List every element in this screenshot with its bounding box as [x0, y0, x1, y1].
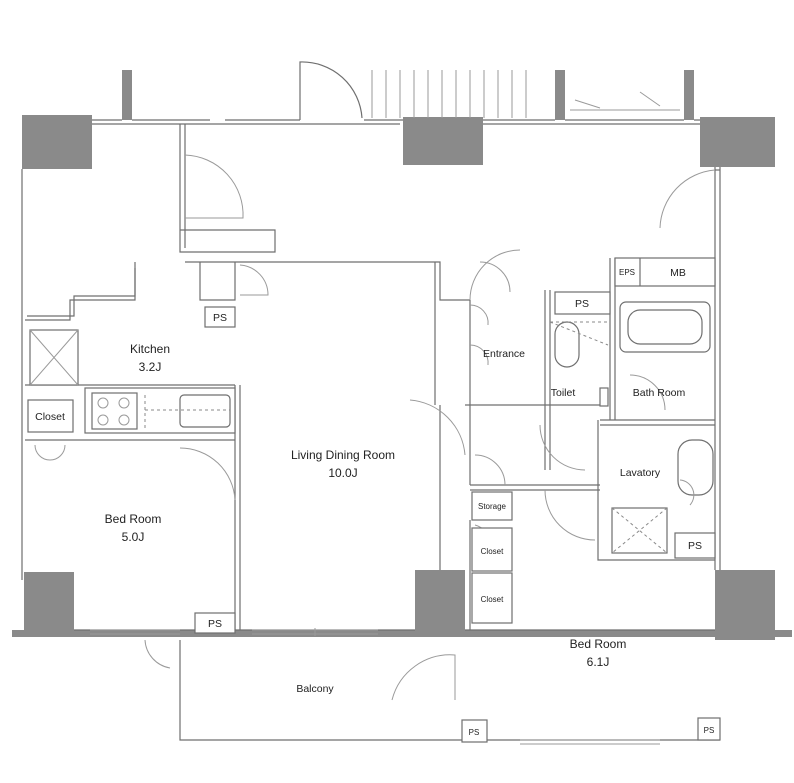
labels: Kitchen 3.2J Living Dining Room 10.0J Be…	[35, 267, 714, 737]
kitchen-fixtures	[29, 329, 236, 434]
ps-bottom-right: PS	[704, 726, 715, 735]
utility-boxes	[27, 257, 721, 743]
bedroom-right-name: Bed Room	[570, 637, 627, 651]
mb-label: MB	[670, 267, 686, 279]
ps-kitchen: PS	[213, 312, 227, 324]
kitchen-size: 3.2J	[139, 360, 162, 374]
top-railing	[299, 61, 680, 120]
interior-walls	[25, 124, 720, 630]
toilet-label: Toilet	[551, 387, 576, 399]
closet-b-label: Closet	[481, 595, 504, 604]
ps-bottom-left: PS	[469, 728, 480, 737]
eps-label: EPS	[619, 268, 635, 277]
storage-label: Storage	[478, 502, 507, 511]
lavatory-label: Lavatory	[620, 467, 661, 479]
door-swings	[34, 154, 716, 701]
living-size: 10.0J	[328, 466, 357, 480]
bath-fixtures	[549, 301, 714, 554]
ps-lavatory: PS	[688, 540, 702, 552]
closet-a-label: Closet	[481, 547, 504, 556]
bedroom-left-size: 5.0J	[122, 530, 145, 544]
windows	[90, 628, 660, 745]
entrance-label: Entrance	[483, 348, 525, 360]
ps-bedroom-left: PS	[208, 618, 222, 630]
closet-left-label: Closet	[35, 411, 65, 423]
bathroom-label: Bath Room	[633, 387, 686, 399]
ps-toilet: PS	[575, 298, 589, 310]
bedroom-left-name: Bed Room	[105, 512, 162, 526]
bedroom-right-size: 6.1J	[587, 655, 610, 669]
living-name: Living Dining Room	[291, 448, 395, 462]
kitchen-name: Kitchen	[130, 342, 170, 356]
balcony-label: Balcony	[296, 683, 334, 695]
structural-walls	[12, 70, 792, 640]
